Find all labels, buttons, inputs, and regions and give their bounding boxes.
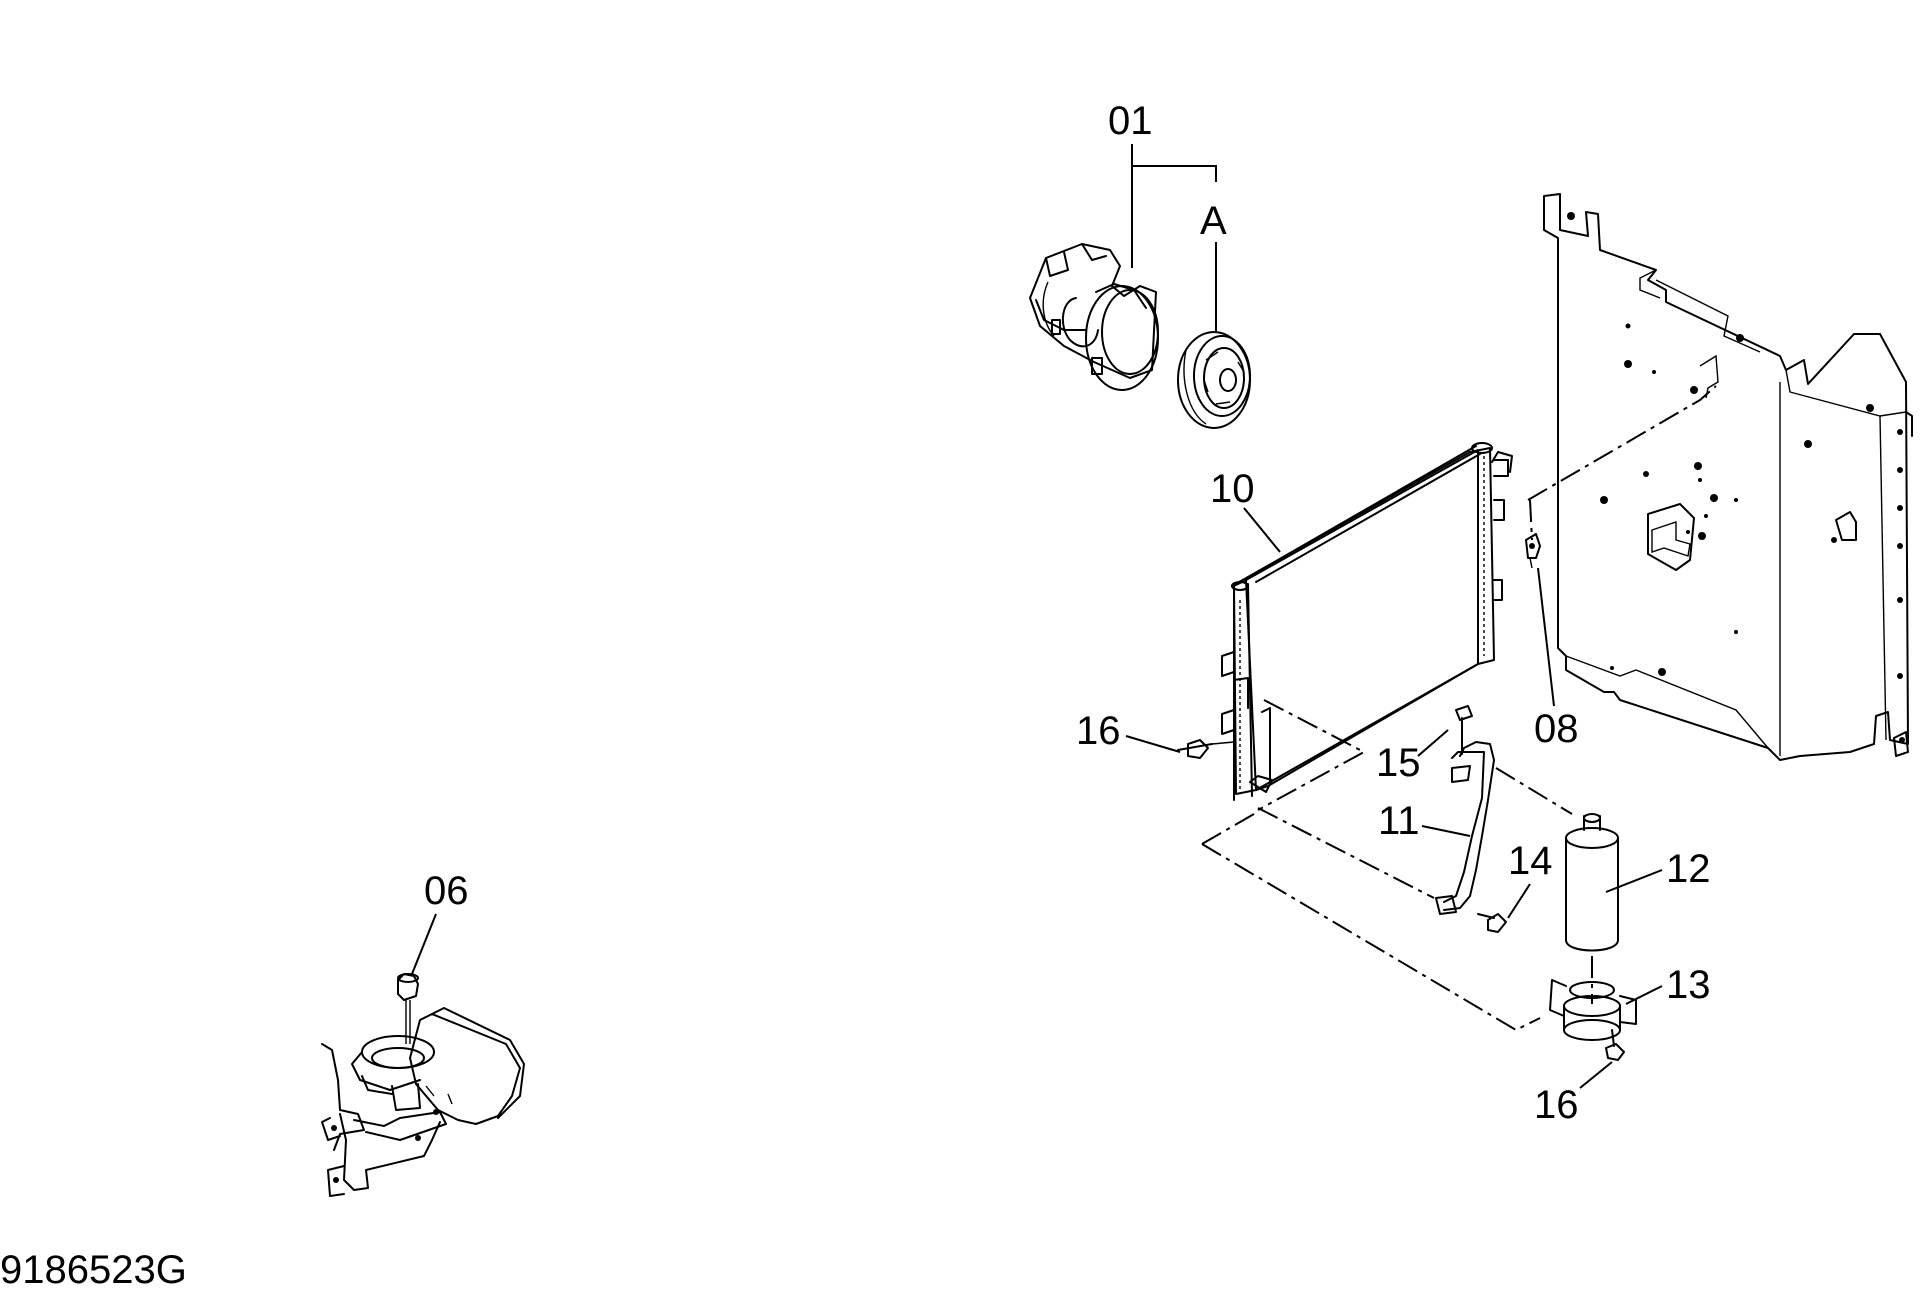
compressor-01	[1029, 243, 1159, 391]
callout-15: 15	[1376, 741, 1421, 785]
callout-01: 01	[1108, 99, 1153, 143]
callout-13: 13	[1666, 963, 1711, 1007]
callout-11: 11	[1378, 799, 1420, 843]
evaporator-housing	[321, 1007, 525, 1197]
bolt-14	[1477, 913, 1507, 933]
callout-16-left: 16	[1076, 709, 1121, 753]
pipe-11	[1435, 741, 1495, 915]
cap-06	[397, 973, 419, 1044]
callout-a: A	[1200, 199, 1227, 243]
condenser-10	[1221, 442, 1513, 801]
bolt-16-bottom	[1605, 1029, 1625, 1061]
cab-panel	[1543, 193, 1913, 761]
callout-16-bottom: 16	[1534, 1083, 1579, 1127]
bolt-16-left	[1177, 739, 1235, 759]
callout-12: 12	[1666, 847, 1711, 891]
bracket-13	[1549, 979, 1637, 1041]
pulley-a	[1177, 331, 1251, 429]
phantom-lines	[1201, 385, 1717, 1032]
callout-14: 14	[1508, 839, 1553, 883]
diagram-code: 9186523G	[0, 1248, 187, 1292]
receiver-dryer-12	[1565, 813, 1619, 1004]
leader-lines	[411, 144, 1663, 1089]
callout-10: 10	[1210, 467, 1255, 511]
switch-08	[1525, 533, 1541, 569]
callout-06: 06	[424, 869, 469, 913]
callout-08: 08	[1534, 707, 1579, 751]
bolt-15	[1455, 705, 1473, 755]
